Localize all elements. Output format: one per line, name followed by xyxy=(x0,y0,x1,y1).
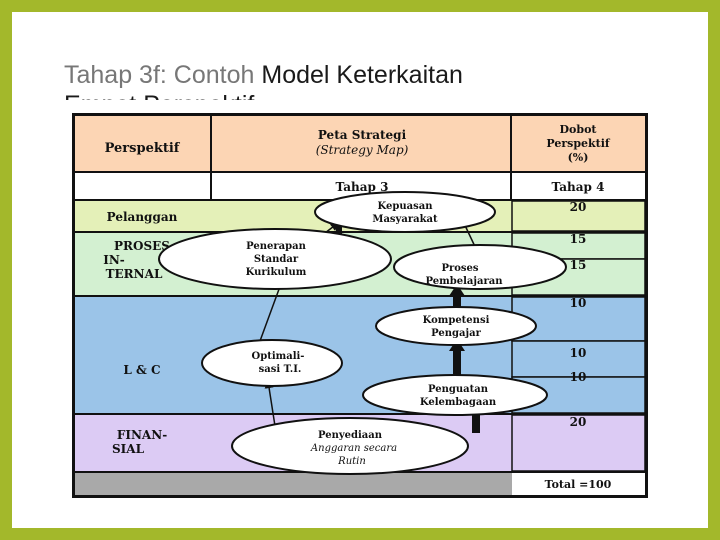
header-dobot-line3: (%) xyxy=(568,151,589,164)
node-proses-line1: Proses xyxy=(441,263,478,274)
node-penerapan-line1: Penerapan xyxy=(246,241,306,252)
perspective-finansial-line2: SIAL xyxy=(112,442,145,456)
strategy-map-diagram: Perspektif Peta Strategi (Strategy Map) … xyxy=(60,101,650,498)
total-cell xyxy=(512,473,645,495)
perspective-lc: L & C xyxy=(123,363,160,377)
arrow-kompetensi-to-proses-head xyxy=(449,284,465,296)
tahap4-cell xyxy=(512,173,645,199)
weight-kompetensi: 10 xyxy=(570,296,587,310)
total-row xyxy=(75,473,645,495)
tahap4-label: Tahap 4 xyxy=(552,180,605,194)
weight-penguatan: 10 xyxy=(570,370,587,384)
arrow-optimalisasi-to-penerapan xyxy=(259,279,284,342)
title-line2: Empat Perspektif xyxy=(64,91,254,100)
title-step: Tahap 3f: Contoh xyxy=(64,61,255,89)
title-main: Model Keterkaitan xyxy=(261,61,463,89)
lc-weight-cell-1 xyxy=(511,296,646,342)
node-penerapan-line3: Kurikulum xyxy=(246,267,307,278)
header-dobot-line1: Dobot xyxy=(560,123,598,136)
node-penyediaan-line3: Rutin xyxy=(337,456,366,467)
node-penguatan-line2: Kelembagaan xyxy=(420,397,497,408)
node-kepuasan-line1: Kepuasan xyxy=(378,201,434,212)
total-label: Total =100 xyxy=(545,478,612,491)
perspective-proses-line1: PROSES xyxy=(114,239,170,253)
header-perspektif-cell xyxy=(75,116,210,171)
arrow-penyediaan-to-optimalisasi xyxy=(264,379,276,427)
pelanggan-weight-cell xyxy=(511,200,646,232)
node-kompetensi-pengajar xyxy=(375,306,537,346)
tahap3-label: Tahap 3 xyxy=(336,180,389,194)
node-optimalisasi-line2: sasi T.I. xyxy=(259,364,302,375)
lc-weight-cell-2 xyxy=(511,340,646,378)
node-optimalisasi-ti xyxy=(201,339,343,387)
node-penyediaan-line2: Anggaran secara xyxy=(310,443,397,454)
node-penguatan-line1: Penguatan xyxy=(428,384,489,395)
weight-penyediaan: 20 xyxy=(570,415,587,429)
node-kepuasan-masyarakat xyxy=(314,191,496,233)
node-penyediaan-line1: Penyediaan xyxy=(318,430,383,441)
header-dobot-line2: Perspektif xyxy=(546,137,611,150)
node-penyediaan-anggaran xyxy=(231,417,469,475)
node-kepuasan-line2: Masyarakat xyxy=(372,214,438,225)
perspective-finansial-line1: FINAN- xyxy=(117,428,167,442)
perspective-proses-line3: TERNAL xyxy=(106,267,163,281)
weight-proses: 15 xyxy=(570,258,587,272)
node-kompetensi-line1: Kompetensi xyxy=(423,315,490,326)
node-optimalisasi-line1: Optimali- xyxy=(252,351,305,362)
header-perspektif: Perspektif xyxy=(105,141,181,156)
slide-title: Tahap 3f: Contoh Model Keterkaitan Empat… xyxy=(64,60,624,100)
weight-optimalisasi: 10 xyxy=(570,346,587,360)
node-proses-line2: Pembelajaran xyxy=(426,276,504,287)
perspective-proses-line2: IN- xyxy=(103,253,125,267)
finansial-weight-cell xyxy=(511,414,646,472)
node-penerapan-line2: Standar xyxy=(254,254,299,265)
arrow-kompetensi-to-proses-shaft xyxy=(453,294,461,310)
node-kompetensi-line2: Pengajar xyxy=(431,328,481,339)
header-dobot-cell xyxy=(512,116,645,171)
node-penguatan-kelembagaan xyxy=(362,374,548,416)
node-penerapan-standar-kurikulum xyxy=(158,228,392,290)
header-peta-line1: Peta Strategi xyxy=(318,128,407,142)
header-peta-cell xyxy=(212,116,510,171)
arrow-into-kepuasan-shaft xyxy=(336,223,342,235)
weight-penerapan: 15 xyxy=(570,232,587,246)
arrow-penyediaan-to-penguatan-shaft xyxy=(472,413,480,433)
arrow-penguatan-to-kompetensi-shaft xyxy=(453,349,461,375)
perspective-pelanggan: Pelanggan xyxy=(107,210,178,224)
node-proses-pembelajaran xyxy=(393,244,567,290)
weight-kepuasan: 20 xyxy=(570,200,587,214)
header-peta-line2: (Strategy Map) xyxy=(316,143,409,157)
tahap-label-cell xyxy=(75,173,210,199)
